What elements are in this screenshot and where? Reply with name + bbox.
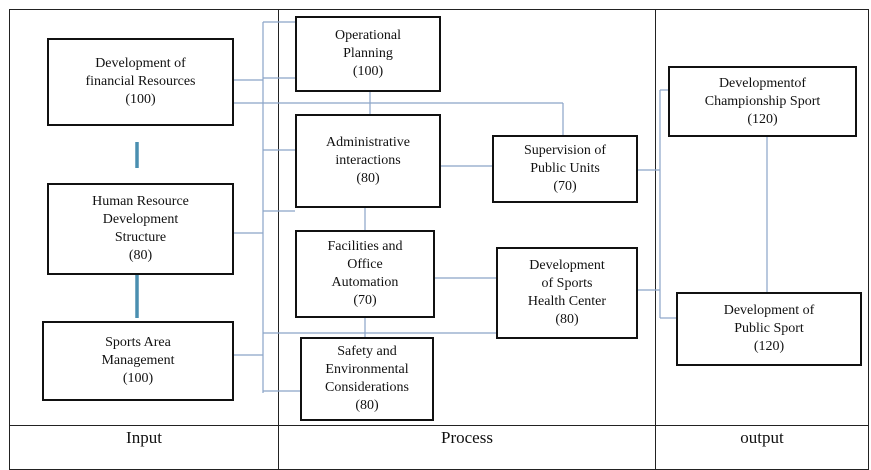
box-financial-resources-text: Development of financial Resources (100) (85, 56, 196, 107)
box-human-resource-text: Human Resource Development Structure (80… (92, 194, 189, 263)
box-administrative-interactions-text: Administrative interactions (80) (326, 135, 410, 186)
column-label-input: Input (126, 428, 162, 447)
thin-connectors (233, 21, 768, 393)
box-facilities-automation-text: Facilities and Office Automation (70) (327, 239, 403, 308)
box-sports-area: Sports Area Management (100) (42, 321, 234, 401)
box-public-sport: Development of Public Sport (120) (676, 292, 862, 366)
box-sports-health-center-text: Development of Sports Health Center (80) (527, 258, 607, 327)
box-administrative-interactions: Administrative interactions (80) (295, 114, 441, 208)
box-operational-planning-text: Operational Planning (100) (334, 28, 402, 79)
box-sports-area-text: Sports Area Management (100) (101, 335, 175, 386)
column-label-process: Process (441, 428, 493, 447)
column-label-output: output (740, 428, 784, 447)
box-operational-planning: Operational Planning (100) (295, 16, 441, 92)
box-supervision-public-units: Supervision of Public Units (70) (492, 135, 638, 203)
box-human-resource: Human Resource Development Structure (80… (47, 183, 234, 275)
box-sports-health-center: Development of Sports Health Center (80) (496, 247, 638, 339)
box-financial-resources: Development of financial Resources (100) (47, 38, 234, 126)
box-facilities-automation: Facilities and Office Automation (70) (295, 230, 435, 318)
box-championship-sport-text: Developmentof Championship Sport (120) (704, 75, 821, 127)
box-championship-sport: Developmentof Championship Sport (120) (668, 66, 857, 137)
box-safety-environmental: Safety and Environmental Considerations … (300, 337, 434, 421)
box-public-sport-text: Development of Public Sport (120) (723, 303, 815, 354)
box-safety-environmental-text: Safety and Environmental Considerations … (325, 344, 409, 413)
box-supervision-public-units-text: Supervision of Public Units (70) (523, 143, 607, 194)
